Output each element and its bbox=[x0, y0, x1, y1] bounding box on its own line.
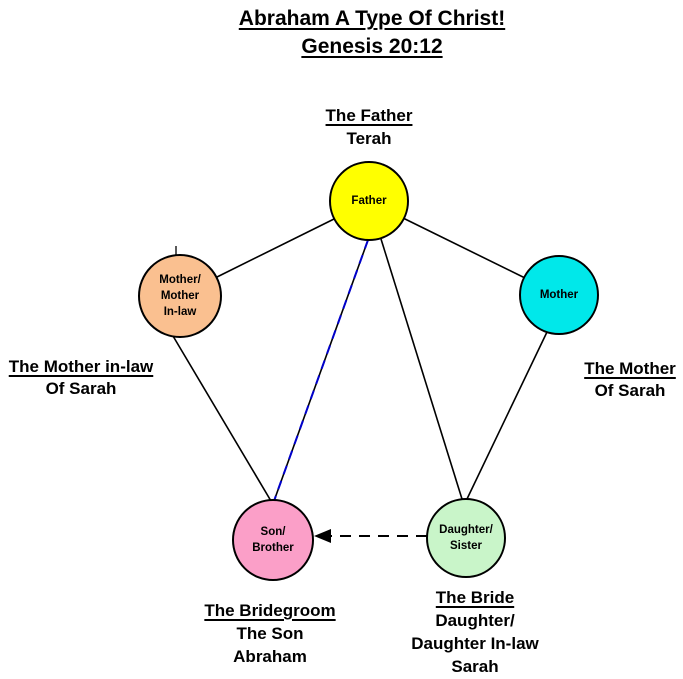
daughter-node-circle bbox=[426, 498, 506, 578]
mother-label-block: The Mother Of Sarah bbox=[568, 358, 683, 402]
connector-mother-daughter bbox=[466, 331, 548, 500]
connector-father-daughter bbox=[380, 238, 463, 500]
son-node-circle bbox=[232, 499, 314, 581]
mother-in-law-label-block: The Mother in-law Of Sarah bbox=[0, 356, 162, 400]
mother-node-circle bbox=[519, 255, 599, 335]
father-label-block: The Father Terah bbox=[284, 104, 454, 150]
title-line1: Abraham A Type Of Christ! bbox=[238, 7, 506, 30]
marriage-arrowhead bbox=[314, 529, 331, 543]
mother-in-law-heading: The Mother in-law bbox=[8, 357, 154, 376]
daughter-subheading: Daughter/ Daughter In-law Sarah bbox=[411, 611, 539, 676]
connector-father-motherinlaw bbox=[216, 218, 335, 278]
connector-father-son-blue-dashed bbox=[273, 239, 369, 502]
daughter-label-block: The Bride Daughter/ Daughter In-law Sara… bbox=[383, 586, 567, 678]
mother-in-law-circle-label: Mother/ Mother In-law bbox=[159, 274, 201, 318]
mother-heading: The Mother bbox=[584, 359, 676, 378]
page-title: Abraham A Type Of Christ! Genesis 20:12 bbox=[62, 5, 682, 61]
connector-father-mother bbox=[402, 217, 526, 279]
daughter-circle-label: Daughter/ Sister bbox=[439, 524, 493, 552]
father-circle-label: Father bbox=[351, 195, 387, 207]
son-circle-label: Son/ Brother bbox=[252, 526, 294, 554]
father-node-circle bbox=[329, 161, 409, 241]
connector-father-son-base bbox=[273, 239, 369, 502]
mother-in-law-node-circle bbox=[138, 254, 222, 338]
father-heading: The Father bbox=[325, 106, 413, 125]
son-heading: The Bridegroom bbox=[204, 601, 336, 620]
father-subheading: Terah bbox=[346, 129, 392, 148]
son-label-block: The Bridegroom The Son Abraham bbox=[180, 599, 360, 668]
mother-in-law-subheading: Of Sarah bbox=[45, 379, 117, 398]
mother-circle-label: Mother bbox=[539, 289, 579, 301]
connector-motherinlaw-son bbox=[172, 335, 272, 502]
son-subheading: The Son Abraham bbox=[233, 624, 307, 666]
mother-subheading: Of Sarah bbox=[594, 381, 666, 400]
title-line2: Genesis 20:12 bbox=[301, 35, 443, 58]
daughter-heading: The Bride bbox=[435, 588, 515, 607]
